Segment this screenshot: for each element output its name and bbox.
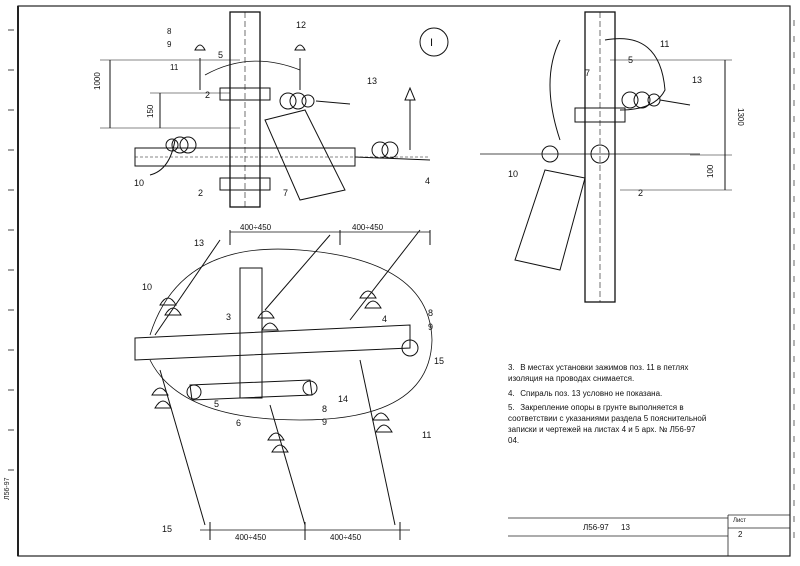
label-pos-14: 14 [338, 394, 348, 404]
title-block-sheet-label: Лист [733, 518, 747, 524]
label-pos-10-right: 10 [508, 169, 518, 179]
dim-top-left: 400÷450 [240, 223, 272, 232]
note-5: 5. Закрепление опоры в грунте выполняетс… [508, 402, 708, 446]
note-5-text: Закрепление опоры в грунте выполняется в… [508, 403, 707, 445]
label-pos-7-top: 7 [283, 188, 288, 198]
note-4-text: Спираль поз. 13 условно не показана. [520, 389, 663, 398]
label-pos-8-top: 8 [167, 27, 172, 36]
label-pos-15: 15 [434, 356, 444, 366]
dim-1000: 1000 [93, 72, 102, 90]
label-pos-5-bottom: 5 [214, 399, 219, 409]
dim-bottom-left: 400÷450 [235, 533, 267, 542]
dim-100: 100 [706, 164, 715, 178]
dim-150: 150 [146, 104, 155, 118]
label-pos-4-bottom: 4 [382, 314, 387, 324]
label-pos-13-bottom: 13 [194, 238, 204, 248]
title-block-sheet-number: 2 [738, 530, 743, 539]
note-4-num: 4. [508, 389, 515, 398]
side-code: Л56-97 [4, 477, 11, 501]
dim-bottom-right: 400÷450 [330, 533, 362, 542]
label-pos-2-right: 2 [638, 188, 643, 198]
label-pos-15-bottom: 15 [162, 524, 172, 534]
label-pos-8-bottom: 8 [428, 308, 433, 318]
label-pos-11-right: 11 [660, 39, 669, 49]
label-pos-9-top: 9 [167, 40, 172, 49]
label-pos-4-top: 4 [425, 176, 430, 186]
note-4: 4. Спираль поз. 13 условно не показана. [508, 388, 708, 399]
label-pos-8-mid: 8 [322, 404, 327, 414]
label-pos-9-bottom: 9 [428, 322, 433, 332]
view-number-circle [419, 27, 449, 57]
note-3-num: 3. [508, 363, 515, 372]
dim-top-right: 400÷450 [352, 223, 384, 232]
label-pos-2-mid: 2 [205, 90, 210, 100]
bottom-plan-view [134, 229, 433, 540]
label-pos-10-top: 10 [134, 178, 144, 188]
title-block-code: Л56-97 [583, 523, 609, 532]
label-pos-9-mid: 9 [322, 417, 327, 427]
top-right-view [480, 11, 732, 303]
binding-marks [8, 29, 14, 471]
label-pos-13-top: 13 [367, 76, 377, 86]
label-pos-10-bottom: 10 [142, 282, 152, 292]
label-pos-2-bottom: 2 [198, 188, 203, 198]
label-pos-3: 3 [226, 312, 231, 322]
label-pos-5-top: 5 [218, 50, 223, 60]
label-pos-12: 12 [296, 20, 306, 30]
sheet-frame [17, 5, 791, 557]
label-pos-7-right: 7 [585, 68, 590, 78]
label-pos-11-bottom: 11 [422, 430, 431, 440]
label-pos-5-right: 5 [628, 55, 633, 65]
label-pos-13-right: 13 [692, 75, 702, 85]
label-pos-6: 6 [236, 418, 241, 428]
view-number: I [430, 37, 433, 49]
note-3: 3. В местах установки зажимов поз. 11 в … [508, 362, 708, 384]
label-pos-11-top: 11 [170, 63, 179, 72]
dim-1300: 1300 [736, 108, 745, 126]
note-5-num: 5. [508, 403, 515, 412]
note-3-text: В местах установки зажимов поз. 11 в пет… [508, 363, 689, 383]
title-block-sheet-code: 13 [621, 523, 630, 532]
top-left-view [100, 11, 431, 208]
